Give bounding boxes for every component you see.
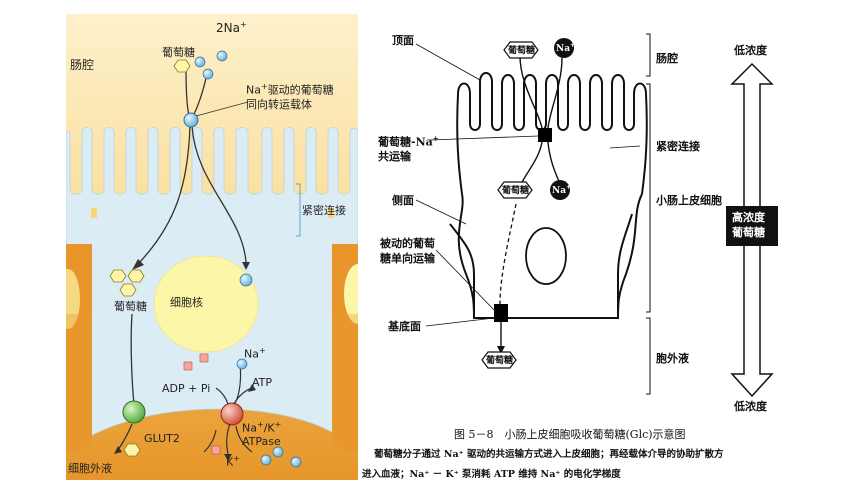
k-label: K+ (226, 454, 240, 469)
tight-junction-label: 紧密连接 (656, 140, 700, 153)
lateral-label: 侧面 (392, 194, 414, 207)
glucose-box-top (503, 41, 539, 59)
right-diagram-svg (415, 33, 778, 398)
low-concentration-bottom-label: 低浓度 (734, 400, 767, 413)
glucose-box-top-label: 葡萄糖 (508, 46, 536, 56)
na-ion (239, 273, 253, 287)
left-diagram-svg (56, 14, 372, 480)
apical-microvilli (456, 72, 648, 195)
pump-label: Na+/K+ATPase (242, 420, 282, 448)
na-mid-label: Na+ (552, 184, 572, 196)
epithelial-cell-label: 小肠上皮细胞 (656, 194, 722, 207)
caption-line-2: 进入血液；Na⁺ － K⁺ 泵消耗 ATP 维持 Na⁺ 的电化学梯度 (362, 469, 621, 480)
glucose-molecule (119, 283, 137, 297)
tight-junction-label: 紧密连接 (302, 204, 346, 217)
left-illustration: 肠腔 2Na+ 葡萄糖 Na+驱动的葡萄糖同向转运载体 紧密连接 葡萄糖 细胞核… (56, 14, 372, 480)
na-ion (272, 446, 284, 458)
right-schematic: 顶面 葡萄糖 Na+ 肠腔 葡萄糖-Na+共运输 紧密连接 葡萄糖 Na+ 侧面… (362, 14, 850, 480)
glucose-uniporter (494, 304, 508, 322)
nucleus-outline (525, 227, 567, 285)
tight-junction-left (91, 208, 97, 218)
glut2-label: GLUT2 (144, 432, 180, 445)
glucose-molecule (109, 269, 127, 283)
tight-junction-right (328, 208, 334, 218)
glucose-box-bottom (481, 351, 517, 369)
na-glucose-symporter (183, 112, 199, 128)
na-k-atpase (220, 402, 244, 426)
basal-label: 基底面 (388, 320, 421, 333)
glucose-mid-label: 葡萄糖 (114, 300, 147, 313)
na-top-label: Na+ (556, 42, 576, 54)
na-ion (202, 68, 214, 80)
high-concentration-label: 高浓度葡萄糖 (732, 211, 765, 239)
na-label: Na+ (244, 346, 266, 361)
adp-pi-label: ADP + Pi (162, 382, 211, 395)
cotransport-label: 葡萄糖-Na+共运输 (378, 134, 439, 163)
na-ion (260, 454, 272, 466)
na-ion (194, 56, 206, 68)
k-ion (199, 353, 209, 363)
na-circle-mid (550, 180, 570, 200)
cotransporter (538, 128, 552, 142)
glucose-molecule (173, 59, 191, 73)
na-ion (236, 358, 248, 370)
glucose-box-bottom-label: 葡萄糖 (486, 356, 514, 366)
na-circle-top (554, 38, 574, 58)
caption-line-1: 葡萄糖分子通过 Na⁺ 驱动的共运输方式进入上皮细胞；再经载体介导的协助扩散方 (374, 449, 724, 460)
nucleus (153, 255, 259, 353)
na-ion (290, 456, 302, 468)
symporter-label: Na+驱动的葡萄糖同向转运载体 (246, 82, 334, 111)
passive-uniport-label: 被动的葡萄糖单向运输 (380, 237, 435, 265)
extracellular-label: 胞外液 (656, 352, 689, 365)
atp-label: ATP (252, 376, 273, 389)
glucose-molecule (127, 269, 145, 283)
cell-outline (449, 213, 633, 314)
apical-label: 顶面 (392, 34, 414, 47)
glut2-transporter (122, 400, 146, 424)
glucose-box-mid-label: 葡萄糖 (502, 186, 530, 196)
high-concentration-box (726, 206, 778, 246)
lateral-membrane (457, 193, 643, 319)
lumen-label: 肠腔 (656, 52, 678, 65)
glucose-box-mid (497, 181, 533, 199)
extracellular-label: 细胞外液 (68, 462, 112, 475)
low-concentration-top-label: 低浓度 (734, 44, 767, 57)
glucose-molecule (123, 443, 141, 457)
caption-title: 图 5－8 小肠上皮细胞吸收葡萄糖(Glc)示意图 (454, 428, 686, 441)
na-ion (216, 50, 228, 62)
lumen-label: 肠腔 (70, 58, 95, 72)
two-na-label: 2Na+ (216, 20, 247, 35)
glucose-top-label: 葡萄糖 (162, 46, 195, 59)
nucleus-label: 细胞核 (170, 296, 203, 309)
k-ion (211, 445, 221, 455)
k-ion (183, 361, 193, 371)
